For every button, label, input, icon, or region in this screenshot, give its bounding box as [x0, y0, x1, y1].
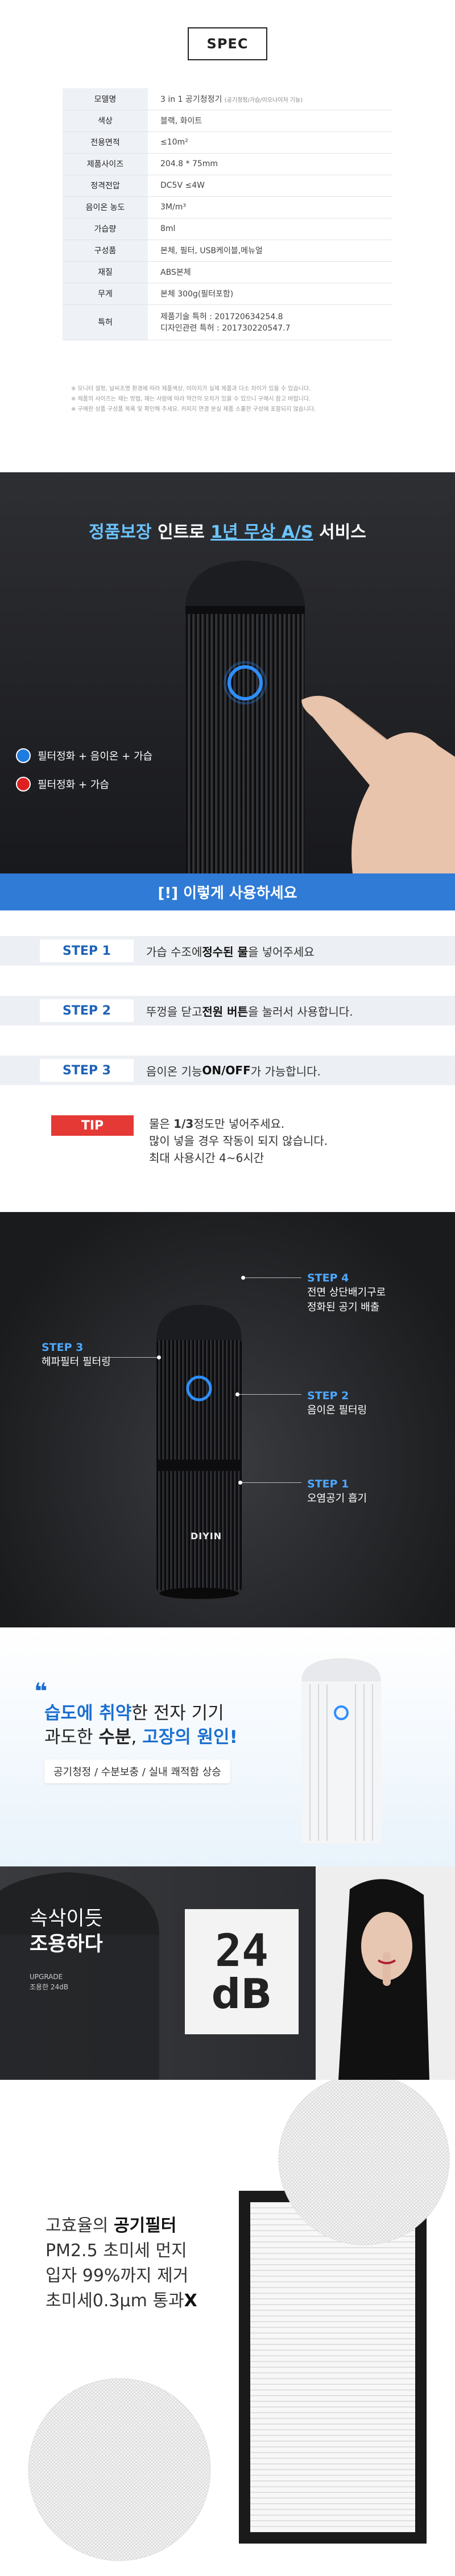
woman-shush-image: [316, 1866, 455, 2080]
spec-key: 구성품: [63, 240, 148, 262]
decibel-badge: 24 dB: [185, 1909, 299, 2034]
parts-section: STEP 3 헤파필터 필터링 STEP 4 전면 상단배기구로 정화된 공기 …: [0, 1212, 455, 1627]
spec-row: 전용면적≤10m²: [63, 131, 392, 154]
leader-dot: [241, 1276, 245, 1280]
leader-line: [102, 1357, 159, 1358]
spec-note: ※ 모니터 설정, 날씨조명 환경에 따라 제품색상, 이미지가 실제 제품과 …: [71, 386, 311, 392]
spec-notes: ※ 모니터 설정, 날씨조명 환경에 따라 제품색상, 이미지가 실제 제품과 …: [71, 384, 401, 415]
spec-value: ABS본체: [148, 261, 392, 283]
legend-item-blue: 필터정화 + 음이온 + 가습: [16, 748, 152, 763]
leader-line: [245, 1277, 301, 1278]
humidity-headline: 습도에 취약한 전자 기기 과도한 수분, 고장의 원인!: [44, 1703, 238, 1747]
spec-key: 색상: [63, 110, 148, 132]
humidity-section: ❝ 습도에 취약한 전자 기기 과도한 수분, 고장의 원인! 공기청정 / 수…: [0, 1627, 455, 1866]
part-label-exhaust: STEP 4 전면 상단배기구로 정화된 공기 배출: [307, 1272, 386, 1313]
red-dot-icon: [16, 777, 31, 792]
as-title: 정품보장 인트로 1년 무상 A/S 서비스: [89, 522, 366, 542]
part-label-hepa: STEP 3 헤파필터 필터링: [42, 1341, 111, 1368]
filter-headline: 고효율의 공기필터 PM2.5 초미세 먼지 입자 99%까지 제거 초미세0.…: [46, 2216, 197, 2311]
purifier-diagram-image: [156, 1305, 242, 1599]
spec-key: 재질: [63, 261, 148, 283]
brand-logo: DIYIN: [191, 1531, 222, 1542]
spec-key: 제품사이즈: [63, 153, 148, 175]
spec-value: DC5V ≤4W: [148, 175, 392, 197]
spec-note: ※ 구매한 상품 구성품 목록 및 확인해 주세요. 커피지 연결 분실 제품 …: [71, 406, 316, 413]
quote-mark-icon: ❝: [34, 1679, 48, 1705]
quiet-section: 속삭이듯 조용하다 UPGRADE 조용한 24dB 24 dB: [0, 1866, 455, 2080]
filter-section: 고효율의 공기필터 PM2.5 초미세 먼지 입자 99%까지 제거 초미세0.…: [0, 2080, 455, 2565]
spec-key: 모델명: [63, 88, 148, 110]
spec-value: 본체 300g(필터포함): [148, 283, 392, 305]
filter-image: [28, 2080, 450, 2561]
part-label-ion: STEP 2 음이온 필터링: [307, 1390, 367, 1416]
spec-key: 가습량: [63, 218, 148, 240]
spec-note: ※ 제품의 사이즈는 재는 방법, 재는 사람에 따라 약간의 오차가 있을 수…: [71, 396, 311, 402]
humidity-features: 공기청정 / 수분보충 / 실내 쾌적함 상승: [44, 1759, 230, 1783]
part-label-intake: STEP 1 오염공기 흡기: [307, 1478, 367, 1505]
spec-key: 무게: [63, 283, 148, 305]
usage-header: [!] 이렇게 사용하세요: [0, 873, 455, 910]
spec-key: 특허: [63, 304, 148, 340]
spec-value: 204.8 * 75mm: [148, 153, 392, 175]
as-section: 정품보장 인트로 1년 무상 A/S 서비스 필터정화 + 음이온 + 가습 필…: [0, 472, 455, 873]
legend-item-red: 필터정화 + 가습: [16, 777, 109, 792]
quiet-subtext: UPGRADE 조용한 24dB: [30, 1973, 69, 1991]
step-tag: STEP 2: [40, 999, 134, 1022]
spec-value: 3M/m³: [148, 196, 392, 219]
tip-tag: TIP: [51, 1115, 134, 1136]
leader-line: [239, 1394, 301, 1395]
spec-value: 8ml: [148, 218, 392, 240]
leader-line: [242, 1482, 301, 1483]
hand-image: [301, 695, 455, 873]
spec-key: 음이온 농도: [63, 196, 148, 219]
spec-key: 정격전압: [63, 175, 148, 197]
blue-dot-icon: [16, 748, 31, 763]
purifier-product-image: [185, 560, 305, 873]
quiet-headline: 속삭이듯 조용하다: [30, 1907, 103, 1956]
spec-value: 블랙, 화이트: [148, 110, 392, 132]
spec-value: 3 in 1 공기청정기 (공기청정/가습/이오나이저 기능): [148, 88, 392, 110]
white-purifier-image: [301, 1658, 381, 1844]
step-tag: STEP 1: [40, 939, 134, 962]
leader-dot: [238, 1481, 242, 1485]
spec-value: 본체, 필터, USB케이블,메뉴얼: [148, 240, 392, 262]
leader-dot: [157, 1355, 161, 1359]
quiet-background-image: [0, 1872, 159, 2080]
step-tag: STEP 3: [40, 1059, 134, 1082]
spec-title: SPEC: [188, 27, 267, 60]
spec-value: ≤10m²: [148, 131, 392, 154]
spec-key: 전용면적: [63, 131, 148, 154]
leader-dot: [235, 1392, 239, 1396]
tip-text: 물은 1/3정도만 넣어주세요. 많이 넣을 경우 작동이 되지 않습니다. 최…: [149, 1117, 328, 1165]
